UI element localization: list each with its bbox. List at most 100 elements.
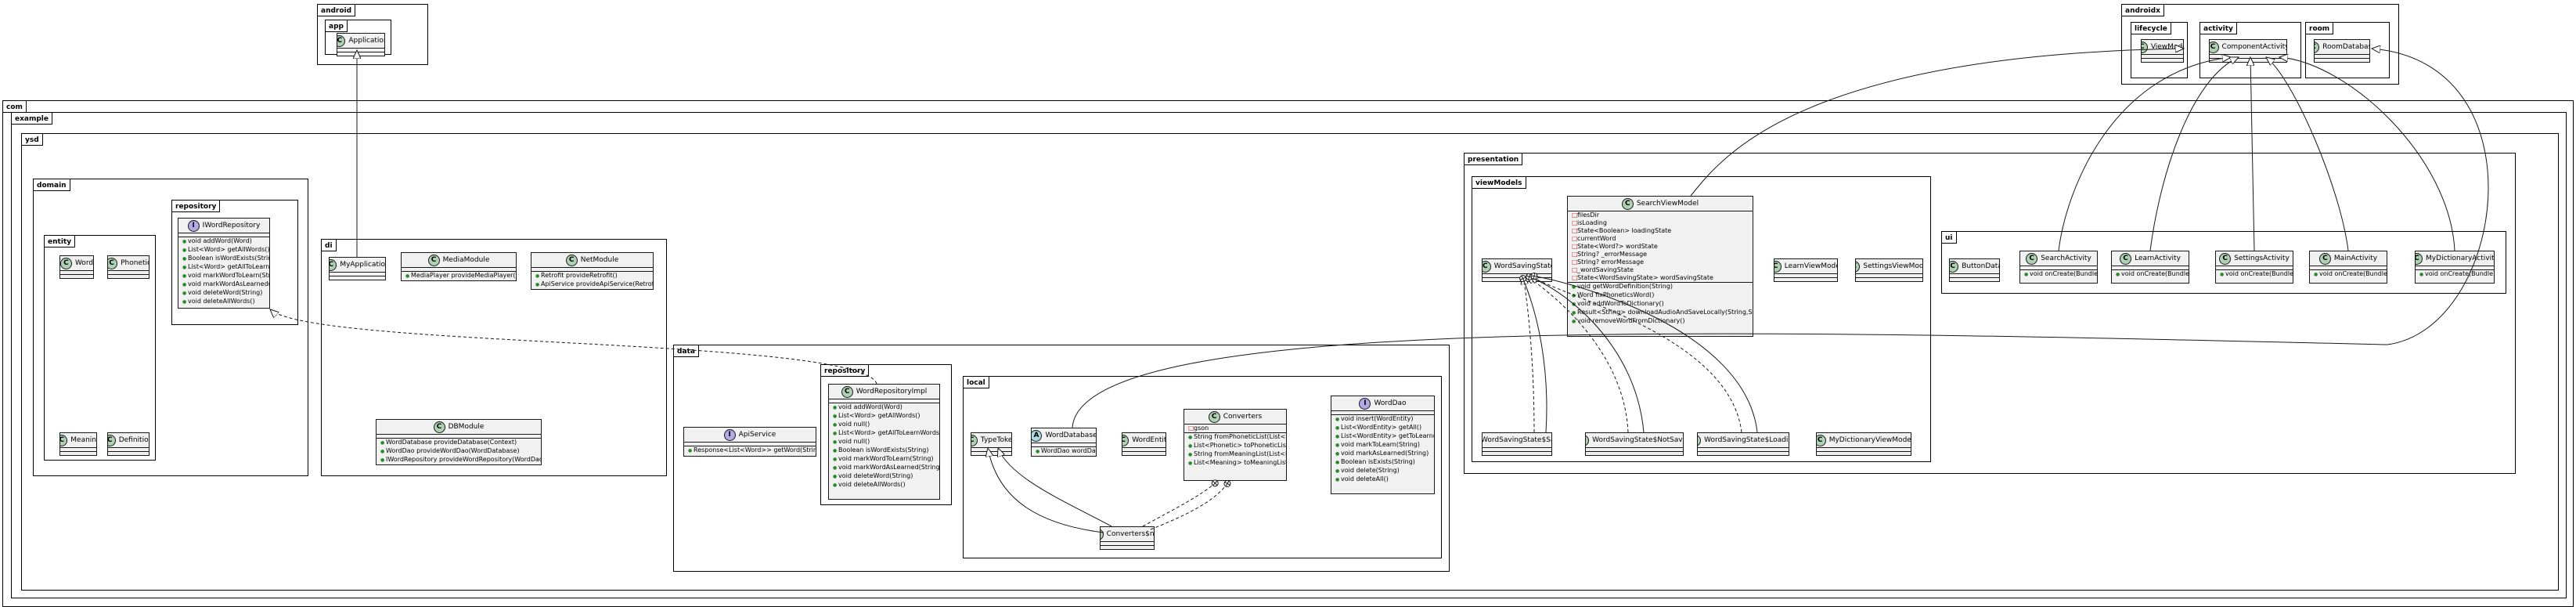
method: ●void onCreate(Bundle?) (2416, 270, 2494, 279)
method-text: void deleteWord(String) (838, 472, 913, 479)
private-visibility-icon: □ (1572, 243, 1578, 250)
class-header: CDefinition (108, 433, 149, 447)
field-text: String? errorMessage (1577, 258, 1645, 266)
method: ●void insert(WordEntity) (1331, 415, 1434, 424)
public-visibility-icon: ● (1335, 443, 1340, 448)
methods-section: ●void insert(WordEntity)●List<WordEntity… (1331, 414, 1434, 484)
public-visibility-icon: ● (2314, 272, 2318, 277)
edge-inherit-repoimpl-iwordrepository (270, 309, 877, 385)
class-room-database[interactable]: CRoomDatabase (2314, 39, 2370, 63)
field-text: State<Boolean> loadingState (1577, 227, 1672, 234)
class-name: WordSavingState$NotSaved (1592, 436, 1683, 444)
class-kind-icon: C (841, 385, 853, 398)
public-visibility-icon: ● (2024, 272, 2029, 277)
class-definition[interactable]: CDefinition (107, 432, 150, 456)
class-name: Phonetic (121, 259, 149, 267)
method-text: Boolean isExists(String) (1341, 458, 1415, 465)
class-header: CSettingsViewModel (1856, 259, 1922, 273)
class-meaning[interactable]: CMeaning (59, 432, 97, 456)
method-text: List<Word> getAllToLearnWords() (188, 263, 269, 270)
class-name: MyDictionaryViewModel (1828, 436, 1911, 444)
method: ●Response<List<Word>> getWord(String) (684, 446, 816, 455)
field: □State<WordSavingState> wordSavingState (1568, 274, 1753, 282)
class-kind-icon: C (1208, 410, 1220, 423)
package-data: data (673, 345, 1450, 572)
fields-section (1122, 447, 1166, 451)
package-label: domain (33, 179, 70, 191)
class-name: SearchActivity (2041, 255, 2091, 262)
class-kind-icon: C (2142, 41, 2148, 53)
private-visibility-icon: □ (1572, 266, 1578, 273)
class-name: WordDatabase (1045, 432, 1096, 439)
class-name: Definition (118, 436, 149, 444)
fields-section (337, 48, 384, 52)
method: ●void delete(String) (1331, 467, 1434, 475)
edge-inherit-convertersnull-typetoken-2 (998, 448, 1112, 527)
class-settings-view-model[interactable]: CSettingsViewModel (1855, 258, 1923, 282)
class-kind-icon: I (723, 428, 736, 441)
public-visibility-icon: ● (380, 449, 385, 454)
field-text: isLoading (1577, 219, 1607, 226)
class-name: Application (348, 37, 384, 45)
public-visibility-icon: ● (1572, 319, 1576, 324)
method-text: List<Meaning> toMeaningList(String) (1194, 459, 1286, 466)
class-kind-icon: C (60, 257, 72, 269)
fields-section (330, 272, 385, 276)
field: □String? _errorMessage (1568, 251, 1753, 258)
class-kind-icon: C (108, 257, 118, 269)
class-word-entity[interactable]: CWordEntity (1122, 432, 1166, 456)
class-kind-icon: A (1032, 429, 1043, 442)
method-text: void getWordDefinition(String) (1577, 283, 1673, 290)
method: ●void onCreate(Bundle?) (2310, 270, 2387, 279)
method: ●Result<String> downloadAudioAndSaveLoca… (1568, 309, 1753, 317)
edge-inherit-mainactivity-componentactivity (2266, 57, 2349, 251)
methods-section: ●void onCreate(Bundle?) (2310, 269, 2387, 279)
method: ●MediaPlayer provideMediaPlayer() (402, 272, 516, 280)
method-text: Result<String> downloadAudioAndSaveLocal… (1577, 309, 1753, 316)
class-kind-icon: C (330, 258, 337, 271)
class-name: MyApplication (340, 261, 385, 269)
method-text: Boolean isWordExists(String) (188, 255, 269, 262)
class-kind-icon: C (2210, 41, 2219, 53)
field: □String? errorMessage (1568, 258, 1753, 266)
methods-section (108, 451, 149, 455)
fields-section (60, 270, 93, 274)
package-label: ysd (21, 133, 43, 146)
package-label: local (963, 376, 989, 388)
class-name: NetModule (580, 256, 619, 264)
fields-section (1483, 273, 1551, 277)
method: ●ApiService provideApiService(Retrofit) (531, 280, 653, 289)
package-label: example (11, 112, 52, 125)
method: ●Boolean isWordExists(String) (178, 255, 269, 263)
